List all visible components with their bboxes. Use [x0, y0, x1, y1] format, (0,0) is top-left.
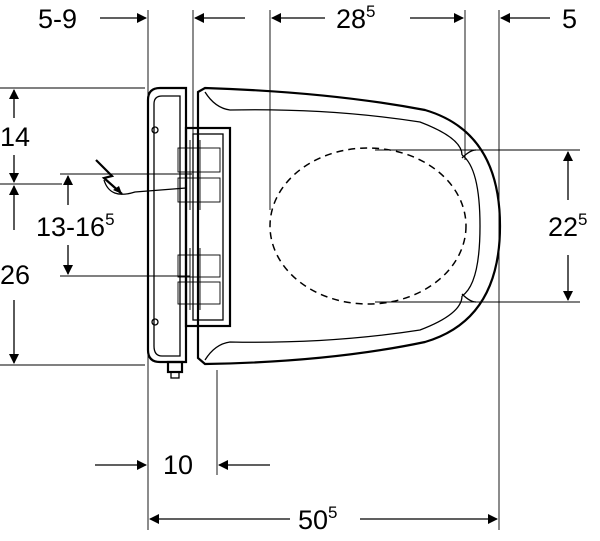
dim-label-bottom-total: 505 — [298, 503, 338, 535]
seat-outline — [196, 86, 502, 366]
extension-lines — [0, 10, 580, 530]
mounting-plate — [146, 86, 232, 379]
dim-label-left-upper: 14 — [0, 122, 30, 152]
dim-label-left-mid: 13-165 — [36, 210, 115, 242]
dim-label-bottom-inner: 10 — [163, 450, 193, 480]
dim-label-top-mid: 285 — [336, 2, 376, 34]
dimension-arrows — [9, 13, 573, 524]
bowl-opening-outline — [269, 147, 467, 305]
dim-label-top-right: 5 — [562, 4, 577, 34]
dim-label-left-lower: 26 — [0, 260, 30, 290]
dim-label-right-height: 225 — [548, 210, 588, 242]
lightning-bolt-icon — [95, 159, 187, 195]
dim-label-top-left: 5-9 — [38, 4, 77, 34]
